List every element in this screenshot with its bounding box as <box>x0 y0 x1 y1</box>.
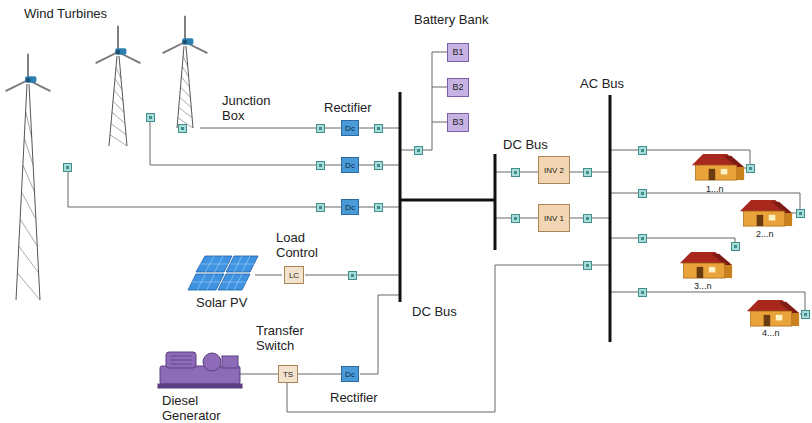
component-box: B1 <box>447 43 469 62</box>
box-text: Dc <box>345 370 355 379</box>
text-label: 3...n <box>694 281 712 292</box>
text-label: Wind Turbines <box>24 6 107 21</box>
box-text: Dc <box>345 161 355 170</box>
component-box: TS <box>278 365 298 383</box>
component-box: Dc <box>341 157 359 173</box>
text-label: 2...n <box>756 229 774 240</box>
text-label: Solar PV <box>196 295 247 310</box>
text-label: Junction Box <box>222 93 274 123</box>
box-text: B2 <box>452 82 463 92</box>
component-box: Dc <box>341 366 359 382</box>
box-text: INV 1 <box>544 214 564 223</box>
component-box: INV 1 <box>538 204 570 232</box>
box-text: Dc <box>345 124 355 133</box>
connector <box>298 374 341 375</box>
text-label: Rectifier <box>324 100 372 115</box>
component-box: B3 <box>447 113 469 132</box>
box-text: LC <box>289 271 299 280</box>
component-box: Dc <box>341 199 359 215</box>
text-label: 4...n <box>762 328 780 339</box>
component-box: INV 2 <box>538 156 570 184</box>
text-label: AC Bus <box>580 76 624 91</box>
box-text: B1 <box>452 47 463 57</box>
text-label: Rectifier <box>330 390 378 405</box>
box-text: B3 <box>452 117 463 127</box>
component-box: LC <box>284 266 304 284</box>
text-label: Load Control <box>276 230 334 260</box>
text-label: DC Bus <box>503 137 548 152</box>
text-label: DC Bus <box>412 304 457 319</box>
box-text: Dc <box>345 203 355 212</box>
text-label: Diesel Generator <box>162 393 232 423</box>
text-label: 1...n <box>706 184 724 195</box>
component-box: B2 <box>447 78 469 97</box>
text-label: Battery Bank <box>414 12 488 27</box>
component-box: Dc <box>341 120 359 136</box>
box-text: INV 2 <box>544 166 564 175</box>
box-text: TS <box>283 370 293 379</box>
text-label: Transfer Switch <box>256 323 318 353</box>
